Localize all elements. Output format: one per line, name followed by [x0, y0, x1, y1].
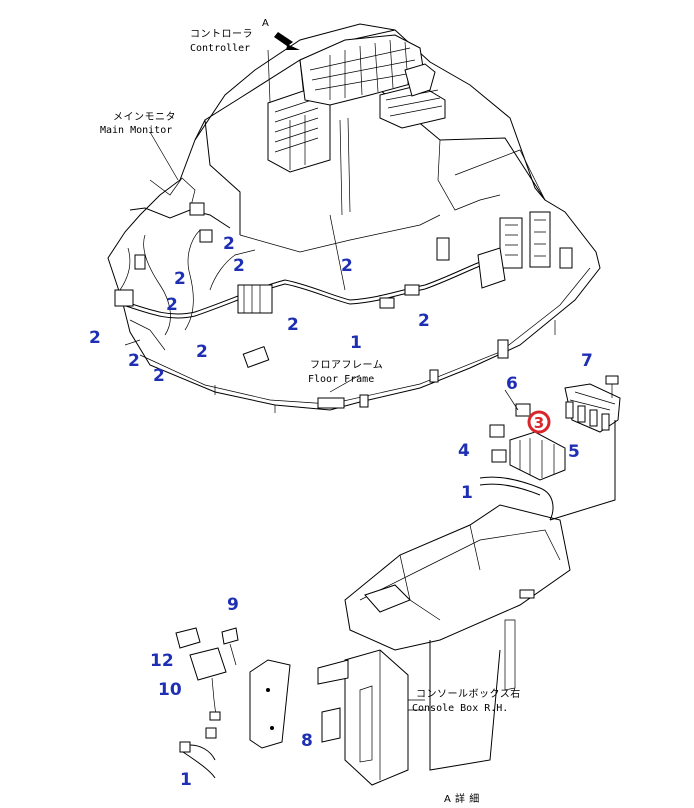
callout-2: 2 [166, 295, 178, 315]
callout-2: 2 [196, 342, 208, 362]
floor-frame-label-en: Floor Frame [308, 374, 374, 385]
floor-frame-assembly [107, 23, 601, 413]
callout-12: 12 [150, 651, 174, 671]
detail-a-label: A 詳 細 [444, 792, 480, 804]
callout-2: 2 [223, 234, 235, 254]
callout-2: 2 [89, 328, 101, 348]
controller-label-en: Controller [190, 43, 250, 54]
callout-9: 9 [227, 595, 239, 615]
callout-2: 2 [341, 256, 353, 276]
callout-2: 2 [418, 311, 430, 331]
callout-2: 2 [128, 351, 140, 371]
callout-4: 4 [458, 441, 470, 461]
callout-2: 2 [233, 256, 245, 276]
callout-6: 6 [506, 374, 518, 394]
annotation-labels: A コントローラ Controller メインモニタ Main Monitor … [100, 18, 521, 805]
callout-2: 2 [153, 366, 165, 386]
console-box-label-jp: コンソールボックス右 [416, 687, 521, 700]
relay-detail-assembly [479, 375, 621, 521]
console-box-label-en: Console Box R.H. [412, 703, 508, 714]
callout-2: 2 [174, 269, 186, 289]
callout-8: 8 [301, 731, 313, 751]
callout-1: 1 [180, 770, 192, 790]
floor-frame-label-jp: フロアフレーム [310, 359, 383, 371]
callout-7: 7 [581, 351, 593, 371]
callout-1: 1 [461, 483, 473, 503]
callout-5: 5 [568, 442, 580, 462]
callout-1: 1 [350, 333, 362, 353]
highlight-callout-3[interactable]: 3 [527, 410, 551, 434]
console-box-assembly [175, 504, 571, 786]
main-monitor-label-jp: メインモニタ [113, 111, 176, 123]
highlight-number: 3 [534, 414, 544, 432]
callout-2: 2 [287, 315, 299, 335]
main-monitor-label-en: Main Monitor [100, 125, 172, 136]
part-callouts: 2 2 2 2 2 2 2 1 2 2 2 2 7 6 4 5 1 9 12 1… [89, 234, 593, 790]
view-marker-label: A [262, 18, 269, 29]
callout-10: 10 [158, 680, 182, 700]
controller-label-jp: コントローラ [190, 28, 253, 40]
highlight-ring [527, 410, 551, 434]
